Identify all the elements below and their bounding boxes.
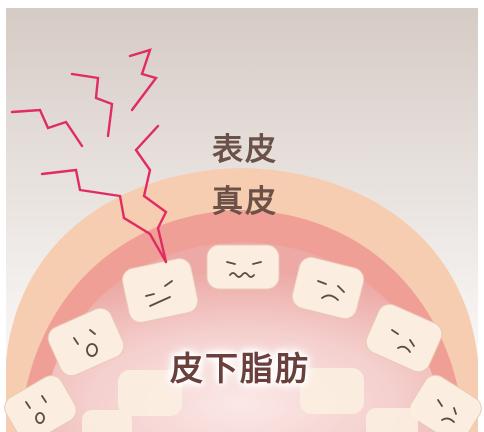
dermis-label: 真皮 [212, 184, 278, 220]
fat-cell [365, 303, 443, 373]
frowning-face-icon [437, 399, 457, 423]
fat-cell [206, 244, 280, 290]
wavy-mouth-face-icon [226, 261, 262, 278]
frowning-face-icon [317, 280, 345, 301]
surprised-face-icon [73, 329, 98, 357]
zigzag-lightning-icon [10, 48, 168, 264]
epidermis-label: 表皮 [212, 132, 278, 168]
fat-cell [121, 258, 199, 323]
distressed-face-icon [145, 280, 173, 307]
fat-cell [291, 256, 365, 320]
subcutaneous-fat-label: 皮下脂肪 [170, 349, 310, 388]
fat-cell [366, 408, 418, 432]
right-edge-strip [478, 0, 484, 432]
fat-cell [47, 307, 125, 377]
fat-cell [409, 374, 482, 432]
frowning-face-icon [391, 329, 415, 353]
fat-cell [300, 368, 364, 414]
surprised-face-icon [25, 395, 47, 424]
fat-cell [118, 370, 182, 416]
fat-cell [82, 410, 132, 432]
fat-cell [4, 375, 77, 432]
